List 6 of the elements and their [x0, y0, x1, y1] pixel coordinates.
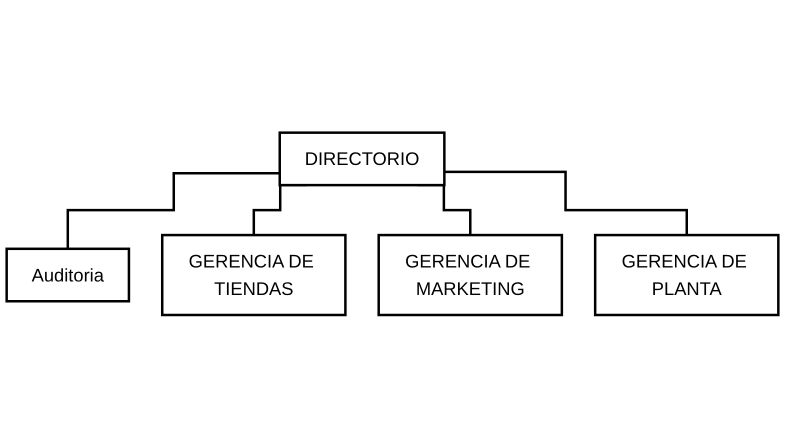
- node-box: GERENCIA DE TIENDAS: [160, 234, 347, 316]
- node-box: DIRECTORIO: [278, 132, 446, 187]
- node-box: GERENCIA DE PLANTA: [594, 234, 780, 316]
- connector: [444, 170, 688, 236]
- node-box: GERENCIA DE MARKETING: [377, 234, 564, 316]
- node-box: Auditoria: [5, 248, 130, 303]
